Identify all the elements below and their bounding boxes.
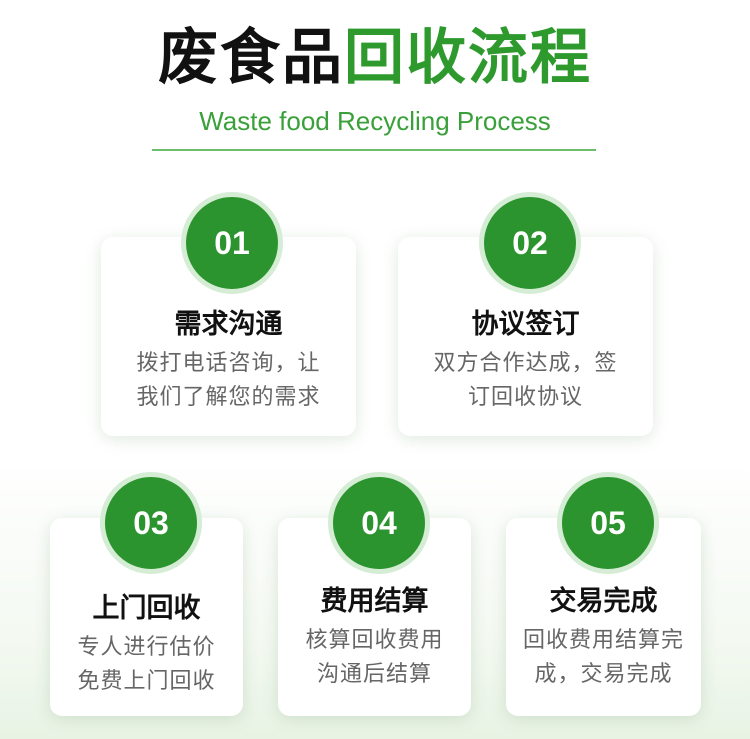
step-desc-01-line2: 我们了解您的需求: [136, 385, 321, 410]
step-title-03: 上门回收: [92, 593, 201, 624]
step-badge-05: 05: [557, 472, 659, 574]
page-subtitle: Waste food Recycling Process: [199, 106, 551, 136]
step-title-02: 协议签订: [471, 309, 580, 340]
step-desc-05-line1: 回收费用结算完: [522, 628, 684, 653]
step-desc-04-line2: 沟通后结算: [316, 662, 432, 687]
step-desc-03-line2: 免费上门回收: [77, 669, 216, 694]
step-badge-02: 02: [479, 192, 581, 294]
page-title: 废食品回收流程: [0, 22, 750, 94]
step-badge-04: 04: [328, 472, 430, 574]
step-desc-05-line2: 成，交易完成: [534, 662, 673, 687]
step-title-01: 需求沟通: [174, 309, 283, 340]
step-badge-03: 03: [100, 472, 202, 574]
step-desc-02-line2: 订回收协议: [467, 385, 583, 410]
step-desc-01-line1: 拨打电话咨询，让: [136, 351, 321, 376]
step-desc-02-line1: 双方合作达成，签: [433, 351, 618, 376]
step-title-05: 交易完成: [549, 586, 658, 617]
subtitle-underline: [152, 149, 596, 151]
step-desc-03-line1: 专人进行估价: [77, 635, 216, 660]
step-desc-04-line1: 核算回收费用: [305, 628, 444, 653]
page-title-part2: 回收流程: [344, 23, 592, 93]
step-title-04: 费用结算: [320, 586, 429, 617]
step-badge-01: 01: [181, 192, 283, 294]
page-title-part1: 废食品: [158, 23, 344, 93]
